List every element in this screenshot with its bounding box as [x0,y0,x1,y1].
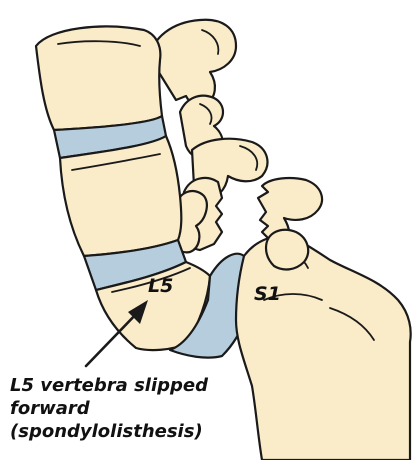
caption-line-1: L5 vertebra slipped [10,374,260,397]
label-l5: L5 [148,275,173,297]
upper-spinous-process [150,20,236,106]
s1-superior-facet [266,230,308,270]
caption-line-2: forward [10,397,260,420]
caption-line-3: (spondylolisthesis) [10,420,260,443]
caption: L5 vertebra slipped forward (spondylolis… [10,374,260,443]
sacrum-s1 [236,236,411,460]
label-s1: S1 [254,283,281,305]
